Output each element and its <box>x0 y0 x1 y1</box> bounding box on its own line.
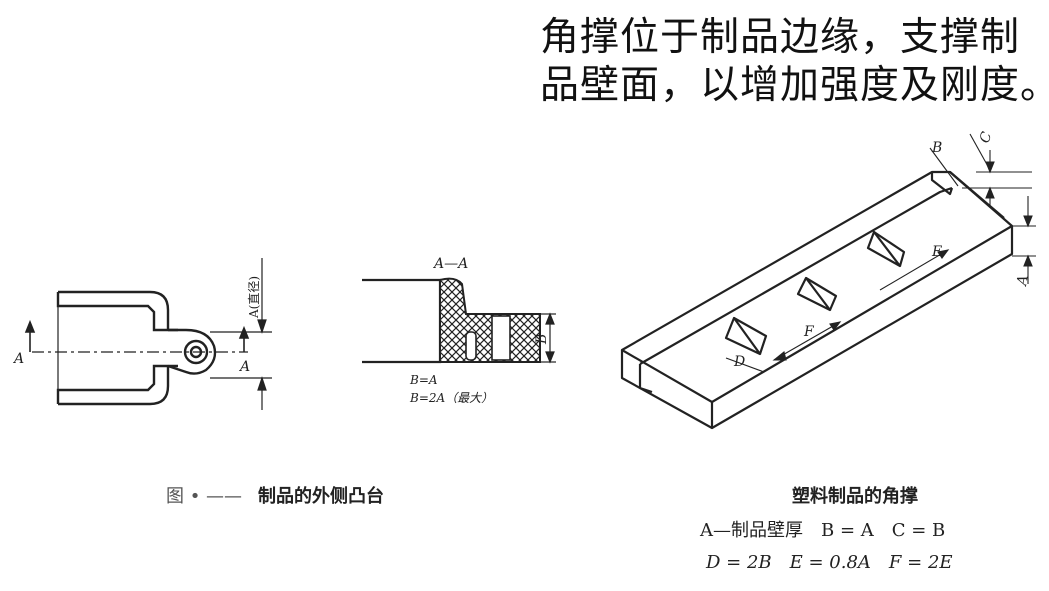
label-b: B <box>931 140 942 156</box>
section-arrow-right <box>238 325 250 352</box>
section-title: A—A <box>432 256 468 272</box>
fork-boss-drawing <box>56 290 217 406</box>
b-label: B <box>534 334 550 345</box>
plate-dimensions <box>725 133 1036 373</box>
right-caption: 塑料制品的角撑 <box>792 486 918 507</box>
left-caption-prefix: 图 • —— <box>166 486 243 507</box>
section-marker-right: A <box>238 359 250 375</box>
section-marker-left: A <box>12 351 24 367</box>
label-d: D <box>733 354 745 370</box>
left-caption: 制品的外侧凸台 <box>258 486 384 507</box>
boss-section-drawing <box>362 277 541 364</box>
heading-text: 角撑位于制品边缘，支撑制 品壁面，以增加强度及刚度。 <box>540 14 1049 110</box>
rule-2: B=2A（最大） <box>409 391 493 405</box>
diameter-label: A(直径) <box>247 276 261 319</box>
plate-gusset-drawing <box>620 170 1014 430</box>
formula-1: A—制品壁厚 B = A C = B <box>700 520 946 541</box>
diameter-dimension <box>210 258 272 410</box>
heading-line-1: 角撑位于制品边缘，支撑制 <box>540 15 1021 60</box>
formula-2: D = 2B E = 0.8A F = 2E <box>706 552 953 573</box>
label-e: E <box>931 244 942 260</box>
heading-line-2: 品壁面，以增加强度及刚度。 <box>540 63 1049 108</box>
b-dimension <box>540 312 556 364</box>
rule-1: B=A <box>409 373 438 387</box>
section-arrow-left <box>24 319 36 352</box>
label-f: F <box>803 324 815 340</box>
label-c: C <box>977 130 996 146</box>
label-a: A <box>1014 274 1032 289</box>
